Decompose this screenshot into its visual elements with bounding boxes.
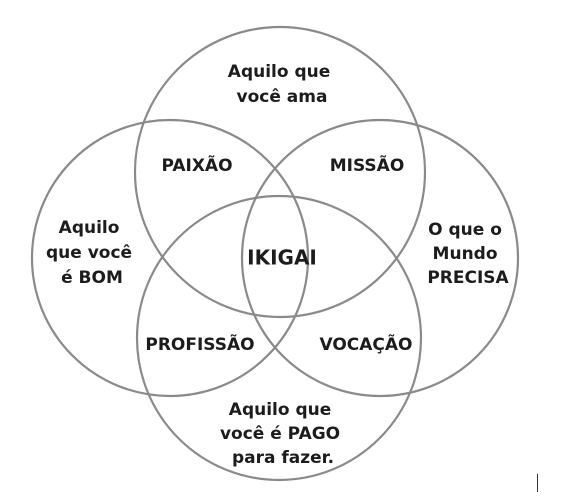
circle-paid-for (135, 194, 423, 482)
label-paid-for-line-1: Aquilo que (229, 400, 331, 420)
label-love: Aquilo que você ama (228, 62, 336, 107)
circle-good-at (30, 118, 310, 398)
label-world-needs: O que o Mundo PRECISA (427, 220, 509, 288)
label-love-line-2: você ama (237, 87, 328, 107)
label-world-needs-line-3: PRECISA (427, 268, 509, 288)
label-good-at-line-3: é BOM (61, 268, 123, 288)
circle-world-needs (240, 118, 520, 398)
label-paid-for-line-2: você é PAGO (220, 424, 340, 444)
label-love-line-1: Aquilo que (228, 62, 330, 82)
label-good-at: Aquilo que você é BOM (46, 218, 138, 288)
label-good-at-line-2: que você (46, 243, 132, 263)
label-world-needs-line-1: O que o (428, 220, 502, 240)
overlap-passion: PAIXÃO (161, 153, 232, 176)
overlap-vocation: VOCAÇÃO (319, 332, 412, 355)
center-ikigai: IKIGAI (247, 246, 317, 270)
circle-love (133, 25, 427, 319)
label-good-at-line-1: Aquilo (59, 218, 120, 238)
overlap-profession: PROFISSÃO (145, 332, 254, 355)
label-paid-for-line-3: para fazer. (232, 448, 334, 468)
label-paid-for: Aquilo que você é PAGO para fazer. (220, 400, 346, 468)
overlap-mission: MISSÃO (330, 153, 405, 176)
label-world-needs-line-2: Mundo (433, 244, 498, 264)
text-cursor (537, 474, 538, 492)
